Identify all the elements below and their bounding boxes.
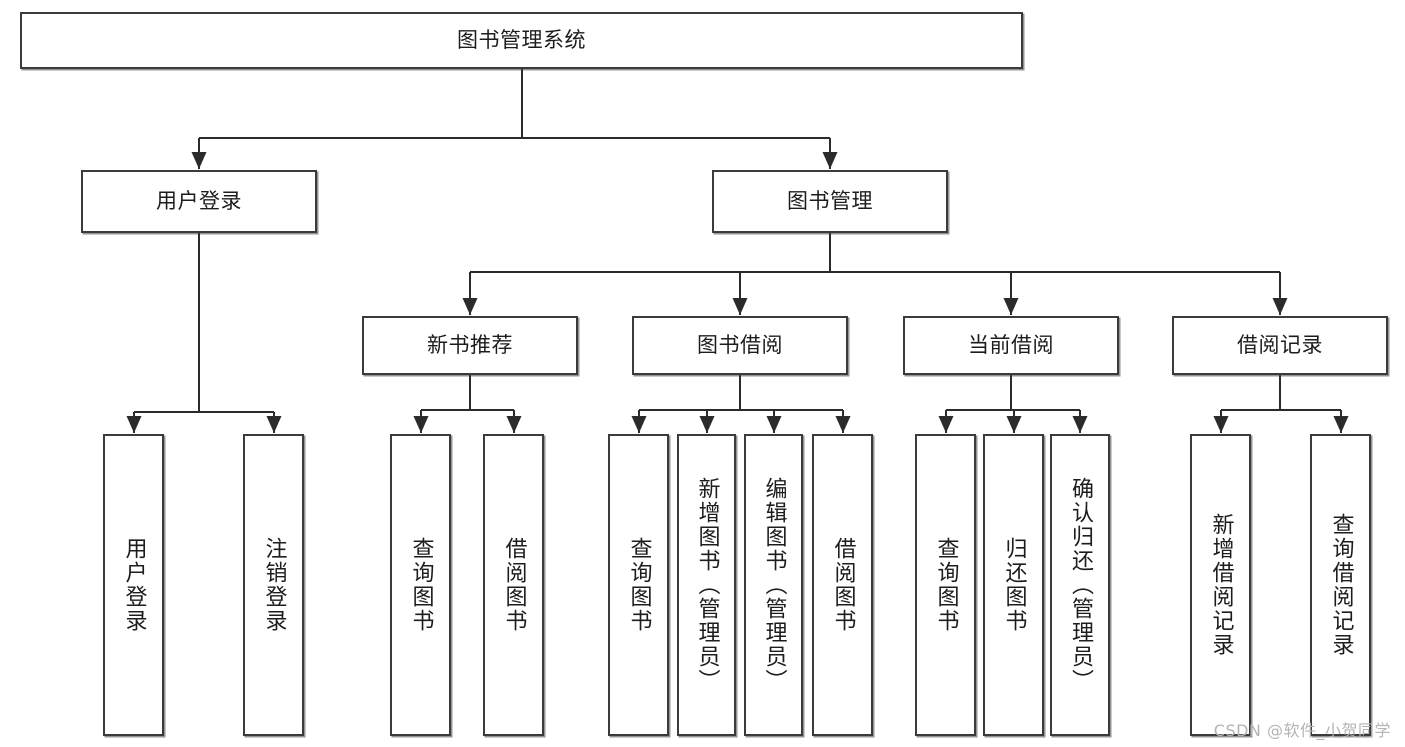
node-current_borrow[interactable]: 当前借阅 — [903, 316, 1119, 375]
node-label-leaf_query_book_1: 查询图书 — [408, 537, 434, 633]
node-label-leaf_confirm_return: 确认归还（管理员） — [1068, 477, 1093, 693]
watermark: CSDN @软件_小贺同学 — [1213, 721, 1391, 740]
node-label-leaf_query_record: 查询借阅记录 — [1328, 513, 1354, 657]
node-leaf_add_record[interactable]: 新增借阅记录 — [1190, 434, 1251, 736]
node-label-new_book_rec: 新书推荐 — [427, 333, 513, 358]
node-leaf_user_login[interactable]: 用户登录 — [103, 434, 164, 736]
node-borrow_record[interactable]: 借阅记录 — [1172, 316, 1388, 375]
node-label-book_manage: 图书管理 — [787, 189, 873, 214]
node-leaf_query_record[interactable]: 查询借阅记录 — [1310, 434, 1371, 736]
node-label-current_borrow: 当前借阅 — [968, 333, 1054, 358]
node-label-leaf_add_record: 新增借阅记录 — [1208, 513, 1234, 657]
node-user_login[interactable]: 用户登录 — [81, 170, 317, 233]
node-book_borrow[interactable]: 图书借阅 — [632, 316, 848, 375]
node-label-leaf_logout: 注销登录 — [261, 537, 287, 633]
node-label-leaf_query_book_3: 查询图书 — [933, 537, 959, 633]
node-label-leaf_return_book: 归还图书 — [1001, 537, 1027, 633]
node-leaf_confirm_return[interactable]: 确认归还（管理员） — [1050, 434, 1110, 736]
node-label-root: 图书管理系统 — [457, 28, 586, 53]
node-label-user_login: 用户登录 — [156, 189, 242, 214]
node-leaf_borrow_book_2[interactable]: 借阅图书 — [812, 434, 873, 736]
node-leaf_logout[interactable]: 注销登录 — [243, 434, 304, 736]
node-leaf_query_book_1[interactable]: 查询图书 — [390, 434, 451, 736]
node-leaf_borrow_book_1[interactable]: 借阅图书 — [483, 434, 544, 736]
node-label-leaf_edit_book: 编辑图书（管理员） — [761, 477, 787, 693]
node-label-borrow_record: 借阅记录 — [1237, 333, 1323, 358]
node-label-leaf_add_book: 新增图书（管理员） — [694, 477, 720, 693]
node-book_manage[interactable]: 图书管理 — [712, 170, 948, 233]
node-leaf_return_book[interactable]: 归还图书 — [983, 434, 1044, 736]
node-label-leaf_user_login: 用户登录 — [121, 537, 147, 633]
node-label-leaf_borrow_book_1: 借阅图书 — [501, 537, 527, 633]
node-label-leaf_borrow_book_2: 借阅图书 — [830, 537, 856, 633]
node-root[interactable]: 图书管理系统 — [20, 12, 1023, 69]
node-leaf_query_book_3[interactable]: 查询图书 — [915, 434, 976, 736]
node-label-leaf_query_book_2: 查询图书 — [626, 537, 652, 633]
node-leaf_query_book_2[interactable]: 查询图书 — [608, 434, 669, 736]
node-label-book_borrow: 图书借阅 — [697, 333, 783, 358]
node-leaf_add_book[interactable]: 新增图书（管理员） — [677, 434, 736, 736]
node-new_book_rec[interactable]: 新书推荐 — [362, 316, 578, 375]
node-leaf_edit_book[interactable]: 编辑图书（管理员） — [744, 434, 803, 736]
